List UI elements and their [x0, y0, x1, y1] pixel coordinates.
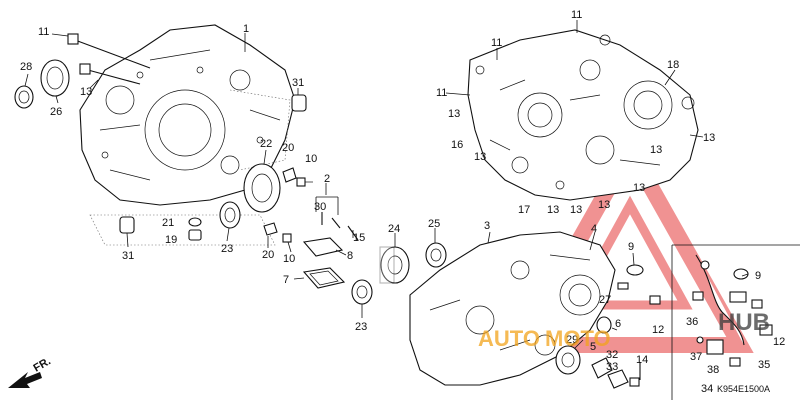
bolt-29: [331, 217, 341, 229]
plate-32: [607, 369, 629, 389]
label-13-g: 13: [650, 144, 662, 156]
label-21: 21: [162, 217, 174, 229]
plate-7: [302, 267, 346, 289]
label-13-left: 13: [80, 86, 92, 98]
label-13-e: 13: [598, 199, 610, 211]
label-20-bottom: 20: [262, 249, 274, 261]
label-11-left: 11: [38, 26, 49, 38]
seal-27: [596, 316, 612, 334]
oil-seal-26: [40, 59, 70, 97]
collar-20-bottom: [263, 222, 278, 236]
long-bolt-13: [79, 63, 141, 85]
label-8: 8: [347, 250, 353, 262]
label-30: 30: [314, 201, 326, 213]
label-38: 38: [707, 364, 719, 376]
cap-28: [14, 85, 34, 109]
label-5: 5: [590, 341, 596, 353]
front-arrow-icon: [8, 372, 42, 388]
bracket-5: [591, 357, 613, 379]
label-13-f: 13: [633, 182, 645, 194]
label-11-mid: 11: [491, 37, 502, 49]
label-20-top: 20: [282, 142, 294, 154]
label-26: 26: [50, 106, 62, 118]
long-bolt-11: [67, 33, 151, 69]
watermark-text: AUTO MOTO HUB: [478, 309, 770, 351]
washer-21: [188, 217, 202, 227]
watermark-text-middle: MOTO: [545, 326, 611, 351]
label-31-top: 31: [292, 77, 304, 89]
bearing-24: [379, 246, 410, 284]
label-32: 32: [606, 349, 618, 361]
label-11-side: 11: [436, 87, 447, 99]
label-12-center: 12: [652, 324, 664, 336]
label-2: 2: [324, 173, 330, 185]
label-35: 35: [758, 359, 770, 371]
label-19: 19: [165, 234, 177, 246]
label-23-center: 23: [355, 321, 367, 333]
inset-sensor-box: [671, 244, 800, 400]
label-29: 29: [566, 334, 578, 346]
label-7: 7: [283, 274, 289, 286]
dowel-pin-31-top: [291, 94, 307, 112]
label-1: 1: [243, 23, 249, 35]
bolt-12-center: [649, 295, 661, 305]
leader-lines: [24, 20, 749, 349]
bolt-33: [629, 377, 640, 387]
label-16: 16: [451, 139, 463, 151]
plug-19: [188, 229, 202, 241]
label-23-left: 23: [221, 243, 233, 255]
label-34: 34: [701, 383, 713, 395]
label-36: 36: [686, 316, 698, 328]
bolt-10-bottom: [282, 233, 292, 243]
plate-8: [302, 237, 344, 257]
label-28: 28: [20, 61, 32, 73]
bolt-38: [617, 282, 629, 290]
label-17: 17: [518, 204, 530, 216]
left-crankcase-half: [79, 24, 296, 246]
label-33: 33: [606, 361, 618, 373]
bolt-10-top: [296, 177, 313, 187]
oil-seal-29: [555, 345, 581, 375]
watermark-text-right: HUB: [718, 309, 770, 336]
label-27: 27: [599, 294, 611, 306]
label-18: 18: [667, 59, 679, 71]
label-13-a: 13: [448, 108, 460, 120]
label-13-c: 13: [547, 204, 559, 216]
label-9-inset: 9: [755, 270, 761, 282]
collar-20-top: [282, 167, 297, 183]
bearing-23-center: [351, 279, 373, 305]
label-4: 4: [591, 223, 597, 235]
label-31-bottom: 31: [122, 250, 134, 262]
label-13-b: 13: [474, 151, 486, 163]
label-24: 24: [388, 223, 400, 235]
part-number-labels: 1 2 3 4 5 6 7 8 9 9 10 10 11 11 11 11 12…: [20, 9, 785, 395]
dowel-pin-31-bottom: [119, 216, 135, 234]
label-13-d: 13: [570, 204, 582, 216]
label-12-inset: 12: [773, 336, 785, 348]
bearing-23-left: [219, 201, 241, 229]
label-9-center: 9: [628, 241, 634, 253]
watermark-text-left: AUTO: [478, 326, 540, 351]
label-3: 3: [484, 220, 490, 232]
label-22: 22: [260, 138, 272, 150]
diagram-code: K954E1500A: [717, 384, 770, 394]
label-13-h: 13: [703, 132, 715, 144]
right-crankcase-half: [467, 29, 699, 201]
label-6: 6: [615, 318, 621, 330]
label-11-top: 11: [571, 9, 582, 21]
label-37: 37: [690, 351, 702, 363]
front-direction-label: FR.: [32, 355, 53, 374]
label-10-top: 10: [305, 153, 317, 165]
label-10-bottom: 10: [283, 253, 295, 265]
label-14: 14: [636, 354, 648, 366]
label-25: 25: [428, 218, 440, 230]
bearing-22: [243, 163, 281, 213]
bearing-25: [425, 242, 447, 268]
label-15: 15: [353, 232, 365, 244]
o-ring-9-center: [626, 264, 644, 276]
